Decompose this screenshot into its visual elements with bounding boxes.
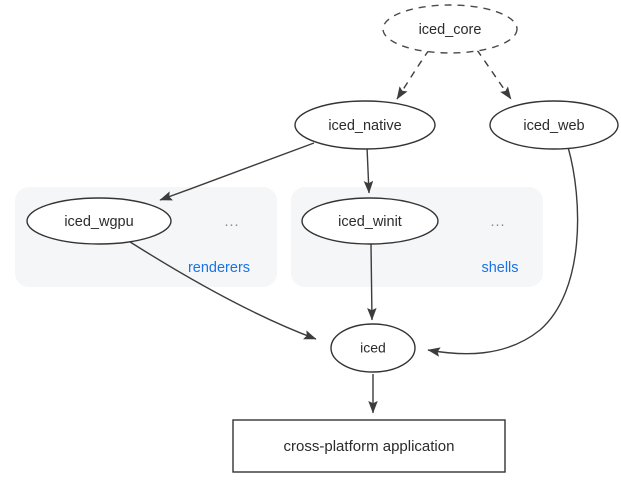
node-iced_winit-shape[interactable] xyxy=(301,197,439,245)
edge-iced_core-to-iced_web xyxy=(476,49,512,100)
edge-iced_wgpu-to-iced xyxy=(126,239,317,340)
node-iced_web[interactable]: iced_web xyxy=(489,100,619,150)
node-iced_native[interactable]: iced_native xyxy=(294,100,436,150)
node-iced_winit-label: iced_winit xyxy=(338,214,402,230)
node-iced_wgpu-label: iced_wgpu xyxy=(64,214,133,230)
node-iced_core[interactable]: iced_core xyxy=(382,4,518,54)
edge-iced_winit-to-iced xyxy=(367,243,377,321)
edge-iced_native-to-iced_wgpu xyxy=(159,142,315,201)
node-iced_native-shape[interactable] xyxy=(294,100,436,150)
node-iced[interactable]: iced xyxy=(330,323,416,373)
node-app-shape[interactable] xyxy=(232,419,506,473)
node-iced_wgpu[interactable]: iced_wgpu xyxy=(26,197,172,245)
node-iced_core-shape[interactable] xyxy=(382,4,518,54)
node-iced_winit[interactable]: iced_winit xyxy=(301,197,439,245)
edge-iced_web-to-iced xyxy=(427,146,579,357)
node-iced_web-label: iced_web xyxy=(523,118,584,134)
node-iced_wgpu-shape[interactable] xyxy=(26,197,172,245)
cluster-shells-label: shells xyxy=(481,260,518,276)
cluster-shells-ellipsis: ... xyxy=(490,214,505,230)
node-app[interactable]: cross-platform application xyxy=(232,419,506,473)
node-iced_web-shape[interactable] xyxy=(489,100,619,150)
node-iced_core-label: iced_core xyxy=(419,22,482,38)
node-iced_native-label: iced_native xyxy=(328,118,401,134)
node-iced-shape[interactable] xyxy=(330,323,416,373)
node-app-label: cross-platform application xyxy=(284,438,455,455)
cluster-renderers-label: renderers xyxy=(188,260,250,276)
node-iced-label: iced xyxy=(360,340,386,356)
edge-iced_core-to-iced_native xyxy=(396,49,430,100)
edge-iced_native-to-iced_winit xyxy=(363,146,374,194)
cluster-renderers-ellipsis: ... xyxy=(224,214,239,230)
